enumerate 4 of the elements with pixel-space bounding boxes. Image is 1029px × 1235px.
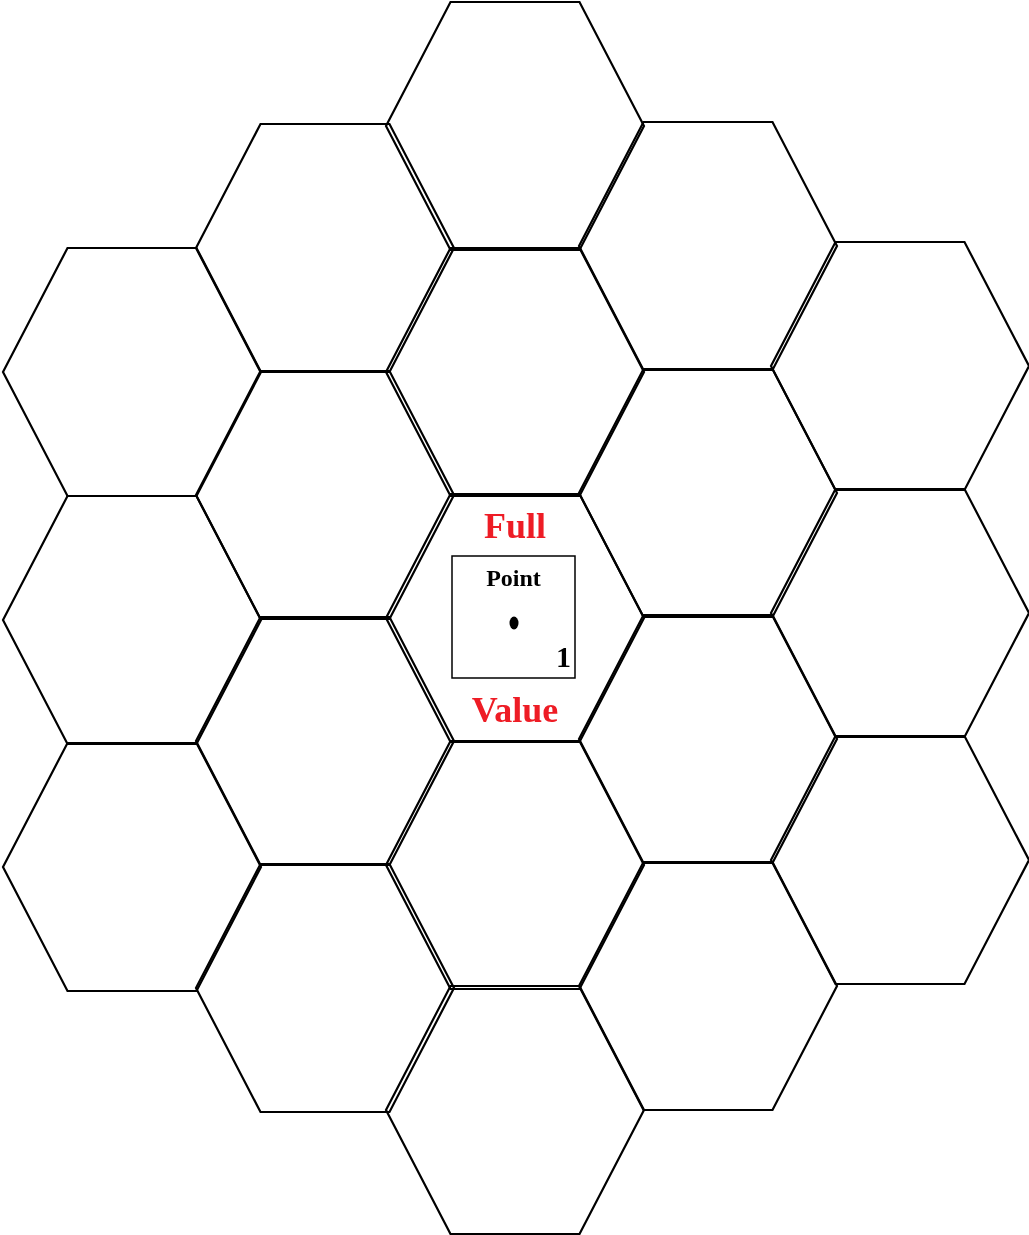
value-label: Value (470, 692, 560, 728)
point-label: Point (485, 566, 542, 590)
value-number: 1 (556, 642, 571, 672)
full-label: Full (483, 508, 547, 544)
